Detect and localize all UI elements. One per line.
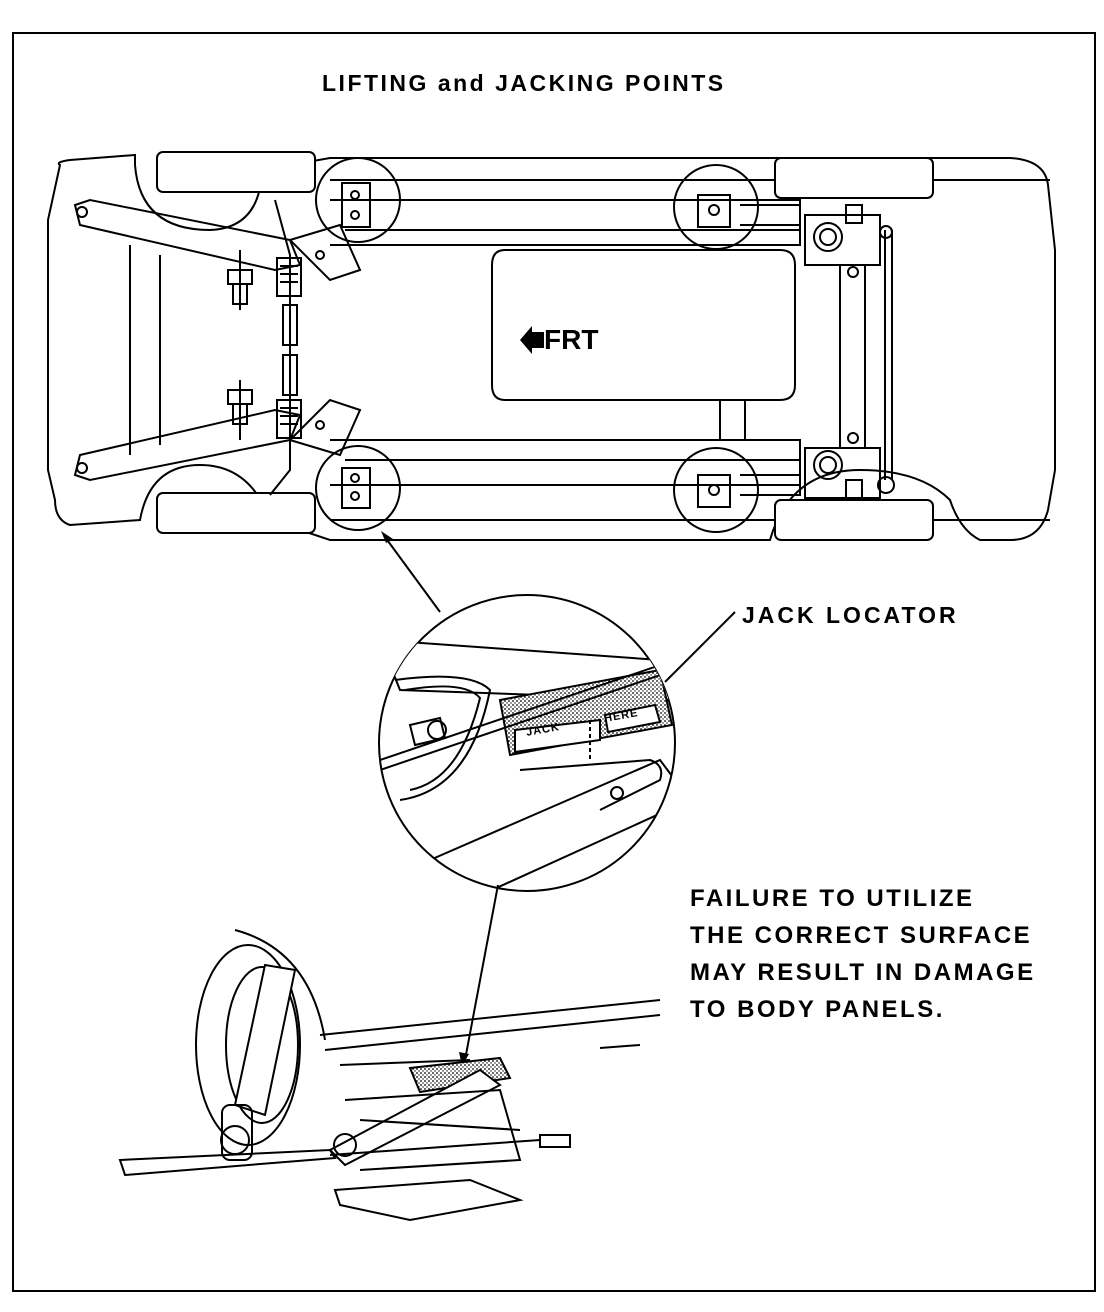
body-outline — [47, 153, 1056, 541]
jack-point-rear-right — [315, 445, 401, 531]
warning-line: TO BODY PANELS. — [690, 996, 945, 1023]
tire-rear-left — [156, 151, 316, 193]
tire-front-right — [774, 499, 934, 541]
jack-point-front-left — [673, 164, 759, 250]
scissor-jack-illustration — [118, 929, 661, 1222]
jack-locator-label: JACK LOCATOR — [742, 602, 959, 628]
underbody-view — [47, 151, 1056, 541]
shock-absorber-left — [227, 250, 253, 310]
front-direction-label: FRT — [544, 324, 599, 355]
tire-front-left — [774, 157, 934, 199]
warning-line: MAY RESULT IN DAMAGE — [690, 959, 1036, 986]
jack-point-rear-left — [315, 157, 401, 243]
fuel-tank — [491, 249, 796, 401]
diagram-frame — [12, 32, 1096, 1292]
jack-point-front-right — [673, 447, 759, 533]
warning-note: FAILURE TO UTILIZE THE CORRECT SURFACE M… — [690, 880, 1036, 1028]
tire-rear-right — [156, 492, 316, 534]
arrow-left-icon — [520, 326, 544, 354]
diagram-title: LIFTING and JACKING POINTS — [322, 70, 726, 96]
shock-absorber-right — [227, 380, 253, 440]
warning-line: FAILURE TO UTILIZE — [690, 885, 975, 912]
warning-line: THE CORRECT SURFACE — [690, 922, 1033, 949]
jack-locator-detail — [378, 594, 676, 892]
